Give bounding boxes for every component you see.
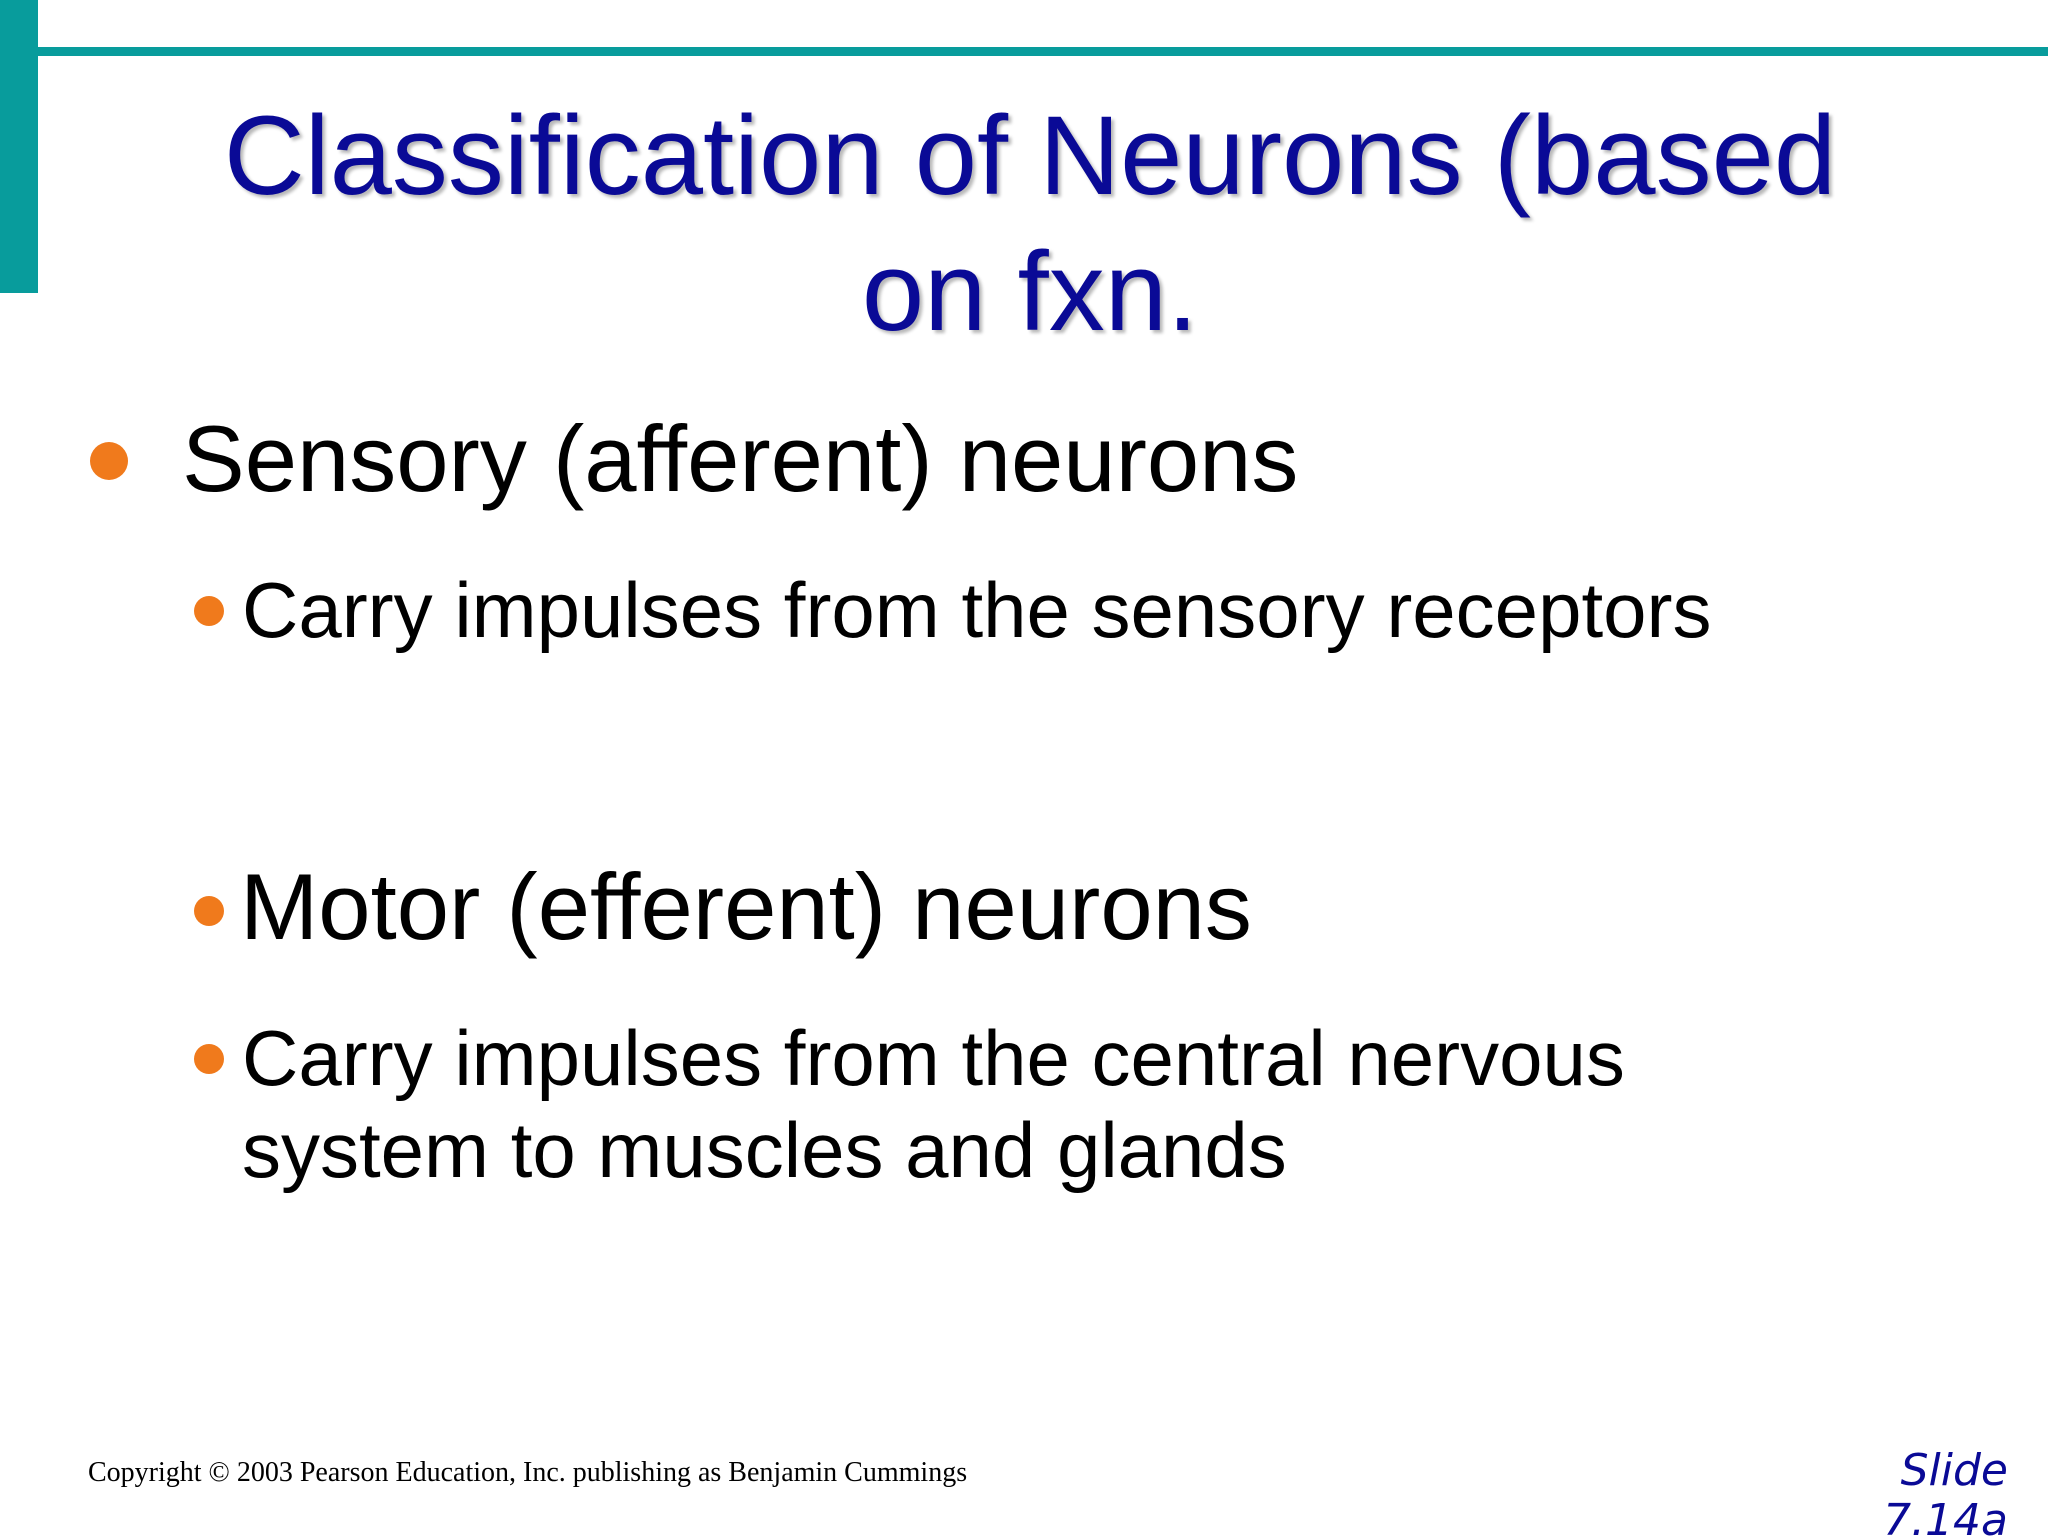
bullet-dot-icon [194,596,224,626]
slide-number: Slide 7.14a [1808,1446,2008,1536]
bullet-text: Carry impulses from the central nervous … [242,1014,1625,1194]
bullet-dot-icon [194,896,224,926]
slide-title-line-2: on fxn. [861,229,1199,354]
bullet-text: Motor (efferent) neurons [240,854,1252,959]
slide-number-label: Slide [1900,1445,2008,1496]
slide-number-value: 7.14a [1883,1495,2008,1536]
bullet-text: Carry impulses from the sensory receptor… [242,566,1712,654]
bullet-text: Sensory (afferent) neurons [182,406,1299,511]
bullet-dot-icon [194,1044,224,1074]
bullet-sensory-description: Carry impulses from the sensory receptor… [194,564,1711,656]
bullet-motor-neurons: Motor (efferent) neurons [194,852,1252,962]
bullet-motor-description: Carry impulses from the central nervous … [194,1012,1894,1196]
accent-bar-horizontal [38,47,2048,56]
slide-title-line-1: Classification of Neurons (based [223,93,1837,218]
bullet-sensory-neurons: Sensory (afferent) neurons [90,404,1298,514]
slide-title: Classification of Neurons (based on fxn. [120,88,1940,360]
accent-bar-vertical [0,0,38,293]
bullet-dot-icon [90,442,128,480]
copyright-notice: Copyright © 2003 Pearson Education, Inc.… [88,1457,968,1488]
